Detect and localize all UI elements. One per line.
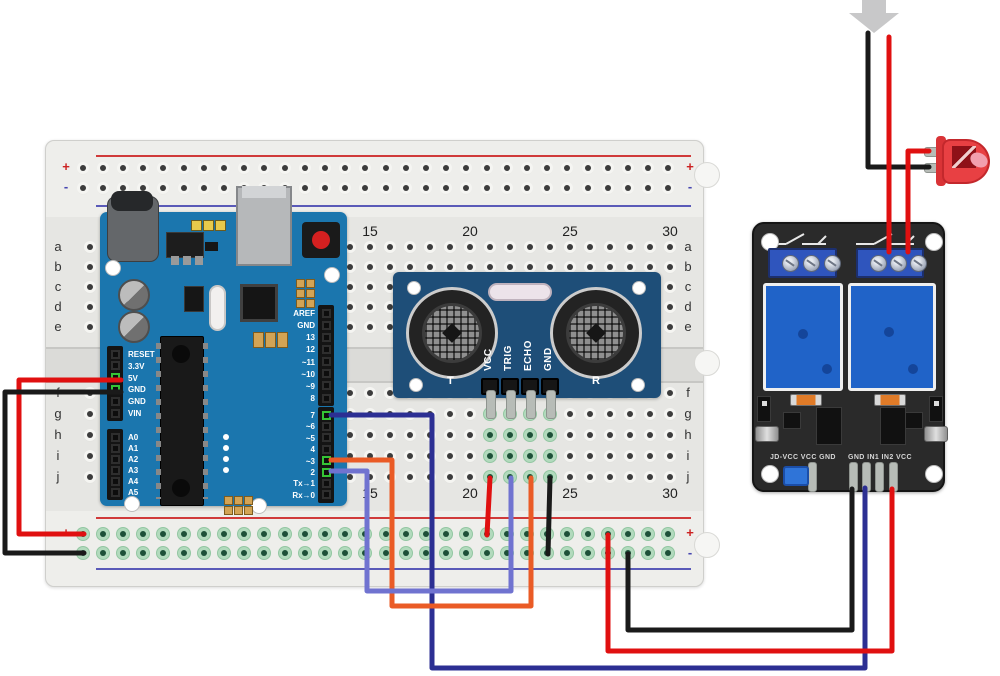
relay-left-header-label: JD-VCC VCC GND xyxy=(770,454,836,461)
breadboard-side-tab xyxy=(694,162,720,188)
dip-notch xyxy=(172,479,190,497)
relay-module-2ch: JD-VCC VCC GND GND IN1 IN2 VCC xyxy=(752,222,948,492)
small-ic xyxy=(184,286,204,312)
led-flange xyxy=(936,136,946,186)
capacitor xyxy=(118,311,150,343)
smd-capacitor xyxy=(755,426,779,442)
transistor xyxy=(905,412,923,429)
jd-vcc-jumper[interactable] xyxy=(783,466,809,486)
dip-pins-right xyxy=(203,343,208,499)
transmitter-label: T xyxy=(447,375,454,387)
regulator-leg xyxy=(195,256,203,265)
relay1-com-screw[interactable] xyxy=(803,255,820,272)
relay-in1-pin xyxy=(862,462,871,492)
transistor xyxy=(783,412,801,429)
sensor-mount-hole xyxy=(632,281,646,295)
relay1-nc-screw[interactable] xyxy=(782,255,799,272)
relay1-body xyxy=(763,283,843,391)
breadboard-side-tab xyxy=(694,350,720,376)
relay-mount-hole xyxy=(925,233,943,251)
arduino-mount-hole xyxy=(251,498,267,514)
relay-mount-hole xyxy=(925,465,943,483)
optocoupler xyxy=(880,407,906,445)
arduino-mount-hole xyxy=(105,260,121,276)
sensor-mount-hole xyxy=(409,378,423,392)
arduino-mount-hole xyxy=(124,496,140,512)
regulator-leg xyxy=(171,256,179,265)
smd-transistor xyxy=(205,242,218,251)
relay-vcc-pin xyxy=(889,462,898,492)
bottom-rail-zone xyxy=(46,511,703,586)
regulator-leg xyxy=(183,256,191,265)
relay-gnd-left-pin xyxy=(808,462,817,492)
optocoupler xyxy=(816,407,842,445)
power-source-arrow xyxy=(849,0,899,33)
dip-notch xyxy=(172,345,190,363)
top-minus-rail-line xyxy=(96,205,691,207)
arduino-mount-hole xyxy=(324,267,340,283)
top-plus-rail-line xyxy=(96,155,691,157)
relay2-nc-screw[interactable] xyxy=(870,255,887,272)
relay-right-header-label: GND IN1 IN2 VCC xyxy=(848,454,912,461)
receiver-transducer xyxy=(550,287,642,379)
edge-connector xyxy=(757,396,771,422)
bottom-minus-rail-line xyxy=(96,568,691,570)
voltage-regulator xyxy=(166,232,204,258)
sensor-crystal xyxy=(488,283,552,301)
wire-power-supply-black-to-led-cathode xyxy=(865,30,932,170)
bottom-plus-rail-line xyxy=(96,517,691,519)
relay1-no-screw[interactable] xyxy=(824,255,841,272)
sensor-mount-hole xyxy=(407,281,421,295)
capacitor xyxy=(118,279,150,311)
atmega-dip-chip xyxy=(156,336,208,506)
crystal-oscillator xyxy=(209,285,226,331)
relay-in2-pin xyxy=(875,462,884,492)
led-chip xyxy=(952,146,976,168)
relay-gnd-pin xyxy=(849,462,858,492)
receiver-label: R xyxy=(592,375,600,387)
relay2-body xyxy=(848,283,936,391)
resistor xyxy=(874,394,906,406)
usb-connector-lip xyxy=(242,186,286,198)
smd-capacitor xyxy=(924,426,948,442)
edge-connector xyxy=(929,396,943,422)
dip-pins-left xyxy=(156,343,161,499)
ultrasonic-sensor-hcsr04: T R xyxy=(393,272,661,398)
sensor-mount-hole xyxy=(631,378,645,392)
usb-interface-chip xyxy=(240,284,278,322)
transducer-mesh xyxy=(422,303,482,363)
breadboard-side-tab xyxy=(694,532,720,558)
transducer-mesh xyxy=(566,303,626,363)
barrel-jack-top xyxy=(111,191,153,211)
relay-mount-hole xyxy=(761,465,779,483)
relay-silkscreen xyxy=(768,233,915,245)
transmitter-transducer xyxy=(406,287,498,379)
relay2-no-screw[interactable] xyxy=(910,255,927,272)
reset-button-cap[interactable] xyxy=(312,231,330,249)
resistor xyxy=(790,394,822,406)
usb-connector xyxy=(236,186,292,266)
relay2-com-screw[interactable] xyxy=(890,255,907,272)
